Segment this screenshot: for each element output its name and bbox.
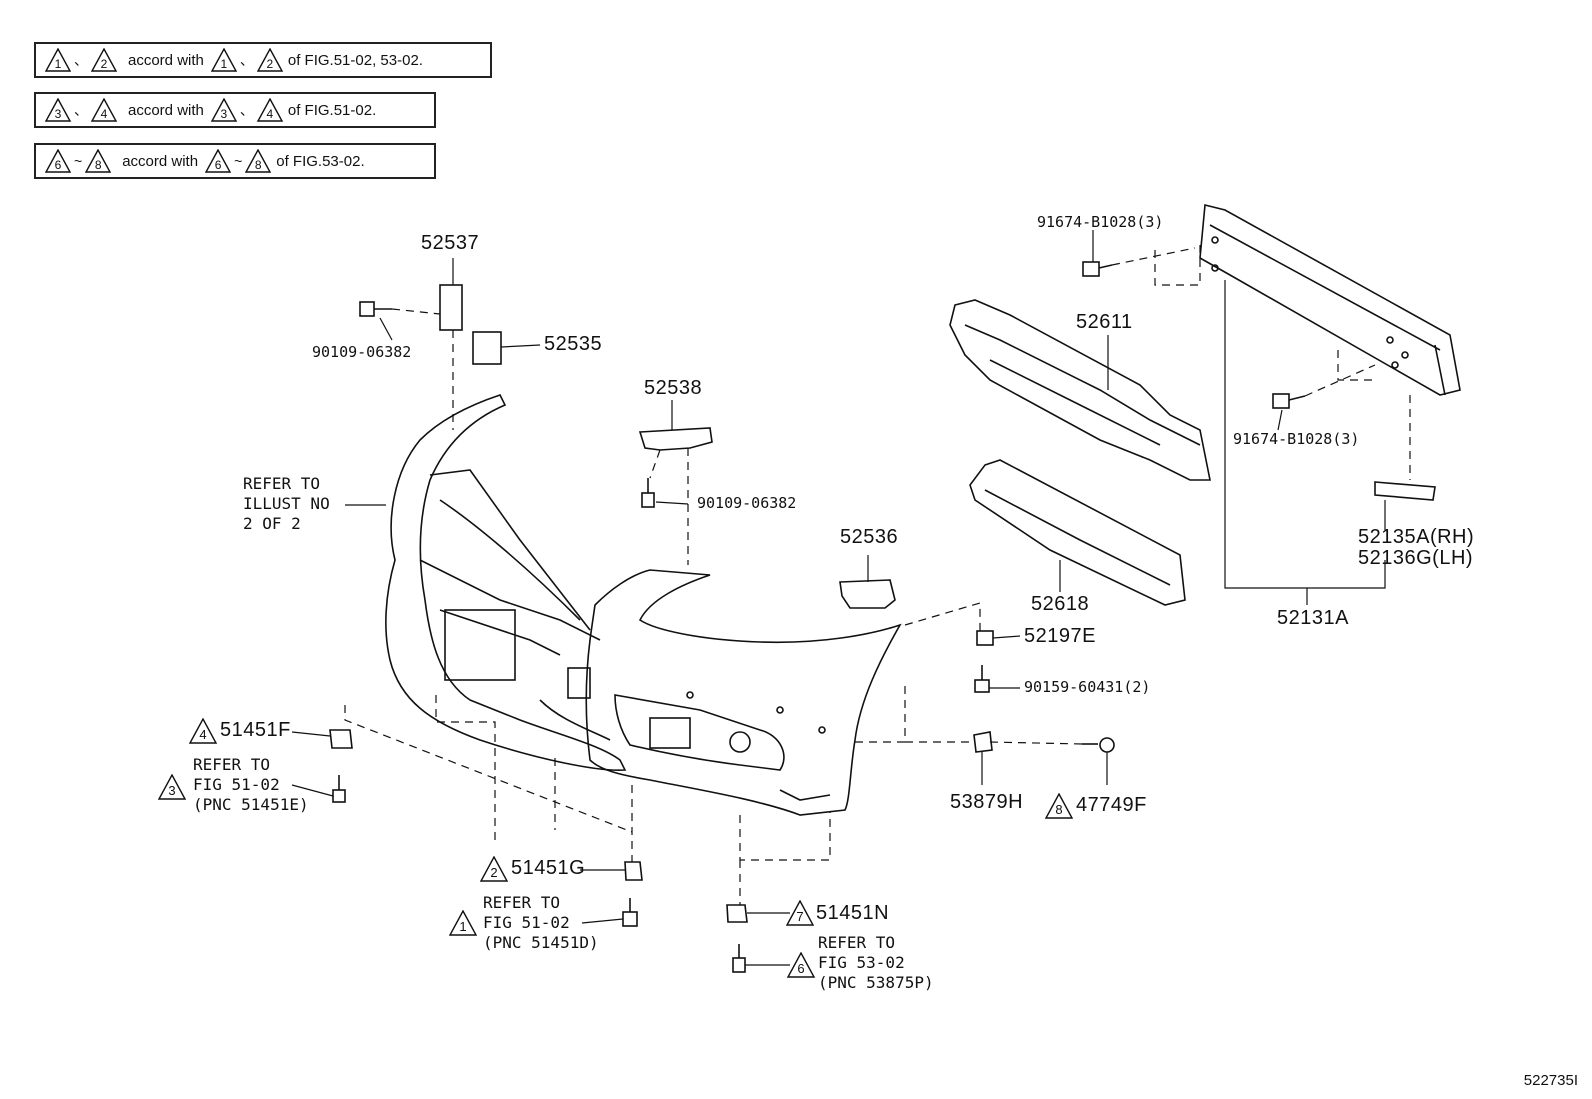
triangle-icon: 2 [256,48,283,72]
dashed-lines [344,245,1411,905]
part-label-90109-upper[interactable]: 90109-06382 [312,343,412,361]
part-label-52131a[interactable]: 52131A [1277,607,1349,629]
part-label-52197e[interactable]: 52197E [1024,625,1096,647]
part-label-52538[interactable]: 52538 [644,377,703,399]
triangle-icon: 4 [256,98,283,122]
part-label-52136g[interactable]: 52136G(LH) [1358,547,1474,569]
bracket-52535 [472,331,502,365]
part-label-51451f[interactable]: 51451F [220,719,291,741]
energy-absorber [949,299,1211,481]
accord-text: accord with [122,152,199,170]
triangle-icon: 1 [210,48,237,72]
accord-text: accord with [128,51,204,69]
triangle-icon: 1 [45,48,71,72]
triangle-marker-7: 7 [786,900,814,926]
separator: 、 [239,102,254,118]
part-label-91674-lower[interactable]: 91674-B1028(3) [1233,430,1360,448]
part-label-51451n[interactable]: 51451N [816,902,890,924]
note-box-3: 6 ~ 8 accord with 6 ~ 8 of FIG.53-02. [34,143,436,179]
bracket-52538 [638,427,713,451]
note-box-2: 3 、 4 accord with 3 、 4 of FIG.51-02. [34,92,436,128]
triangle-icon: 6 [205,149,232,173]
triangle-icon: 8 [85,149,112,173]
part-label-52611[interactable]: 52611 [1076,311,1133,333]
leader-lines [291,230,1386,966]
refer-illust-note: REFER TO ILLUST NO 2 OF 2 [243,474,330,533]
triangle-marker-6: 6 [787,952,815,978]
part-label-91674-upper[interactable]: 91674-B1028(3) [1037,213,1164,231]
part-label-90159[interactable]: 90159-60431(2) [1024,678,1151,696]
separator: 、 [74,102,88,118]
fastener-icons [329,261,1306,973]
part-label-52535[interactable]: 52535 [544,333,603,355]
part-label-53879h[interactable]: 53879H [950,791,1024,813]
triangle-marker-1: 1 [449,910,477,936]
separator: 、 [74,52,88,68]
part-label-52537[interactable]: 52537 [421,232,480,254]
accord-text: accord with [128,101,204,119]
triangle-icon: 3 [45,98,71,122]
part-label-52618[interactable]: 52618 [1031,593,1090,615]
triangle-icon: 4 [91,98,117,122]
refer-fig51-d-note: REFER TO FIG 51-02 (PNC 51451D) [483,893,599,952]
note-tail: of FIG.51-02. [287,101,377,119]
separator: ~ [74,153,83,169]
triangle-icon: 8 [245,149,272,173]
part-label-47749f[interactable]: 47749F [1076,794,1147,816]
bumper-cover [385,394,902,816]
part-label-52135a[interactable]: 52135A(RH) [1358,526,1475,548]
note-tail: of FIG.51-02, 53-02. [287,51,423,69]
refer-fig51-e-note: REFER TO FIG 51-02 (PNC 51451E) [193,755,309,814]
triangle-marker-3: 3 [158,774,186,800]
separator: 、 [239,52,254,68]
bracket-52537 [439,284,463,331]
triangle-marker-4: 4 [189,718,217,744]
document-number: 522735I [1523,1072,1578,1089]
part-label-51451g[interactable]: 51451G [511,857,586,879]
seal-52135 [1374,481,1436,501]
triangle-marker-8: 8 [1045,793,1073,819]
bumper-reinforcement [1199,203,1461,396]
triangle-marker-2: 2 [480,856,508,882]
note-box-1: 1 、 2 accord with 1 、 2 of FIG.51-02, 53… [34,42,492,78]
triangle-icon: 6 [45,149,71,173]
bracket-52536 [839,579,896,609]
part-label-52536[interactable]: 52536 [840,526,899,548]
lower-absorber [969,459,1186,606]
separator: ~ [234,153,243,169]
refer-fig53-note: REFER TO FIG 53-02 (PNC 53875P) [818,933,934,992]
part-label-90109-lower[interactable]: 90109-06382 [697,494,797,512]
triangle-icon: 3 [210,98,237,122]
note-tail: of FIG.53-02. [276,152,365,170]
triangle-icon: 2 [91,48,117,72]
